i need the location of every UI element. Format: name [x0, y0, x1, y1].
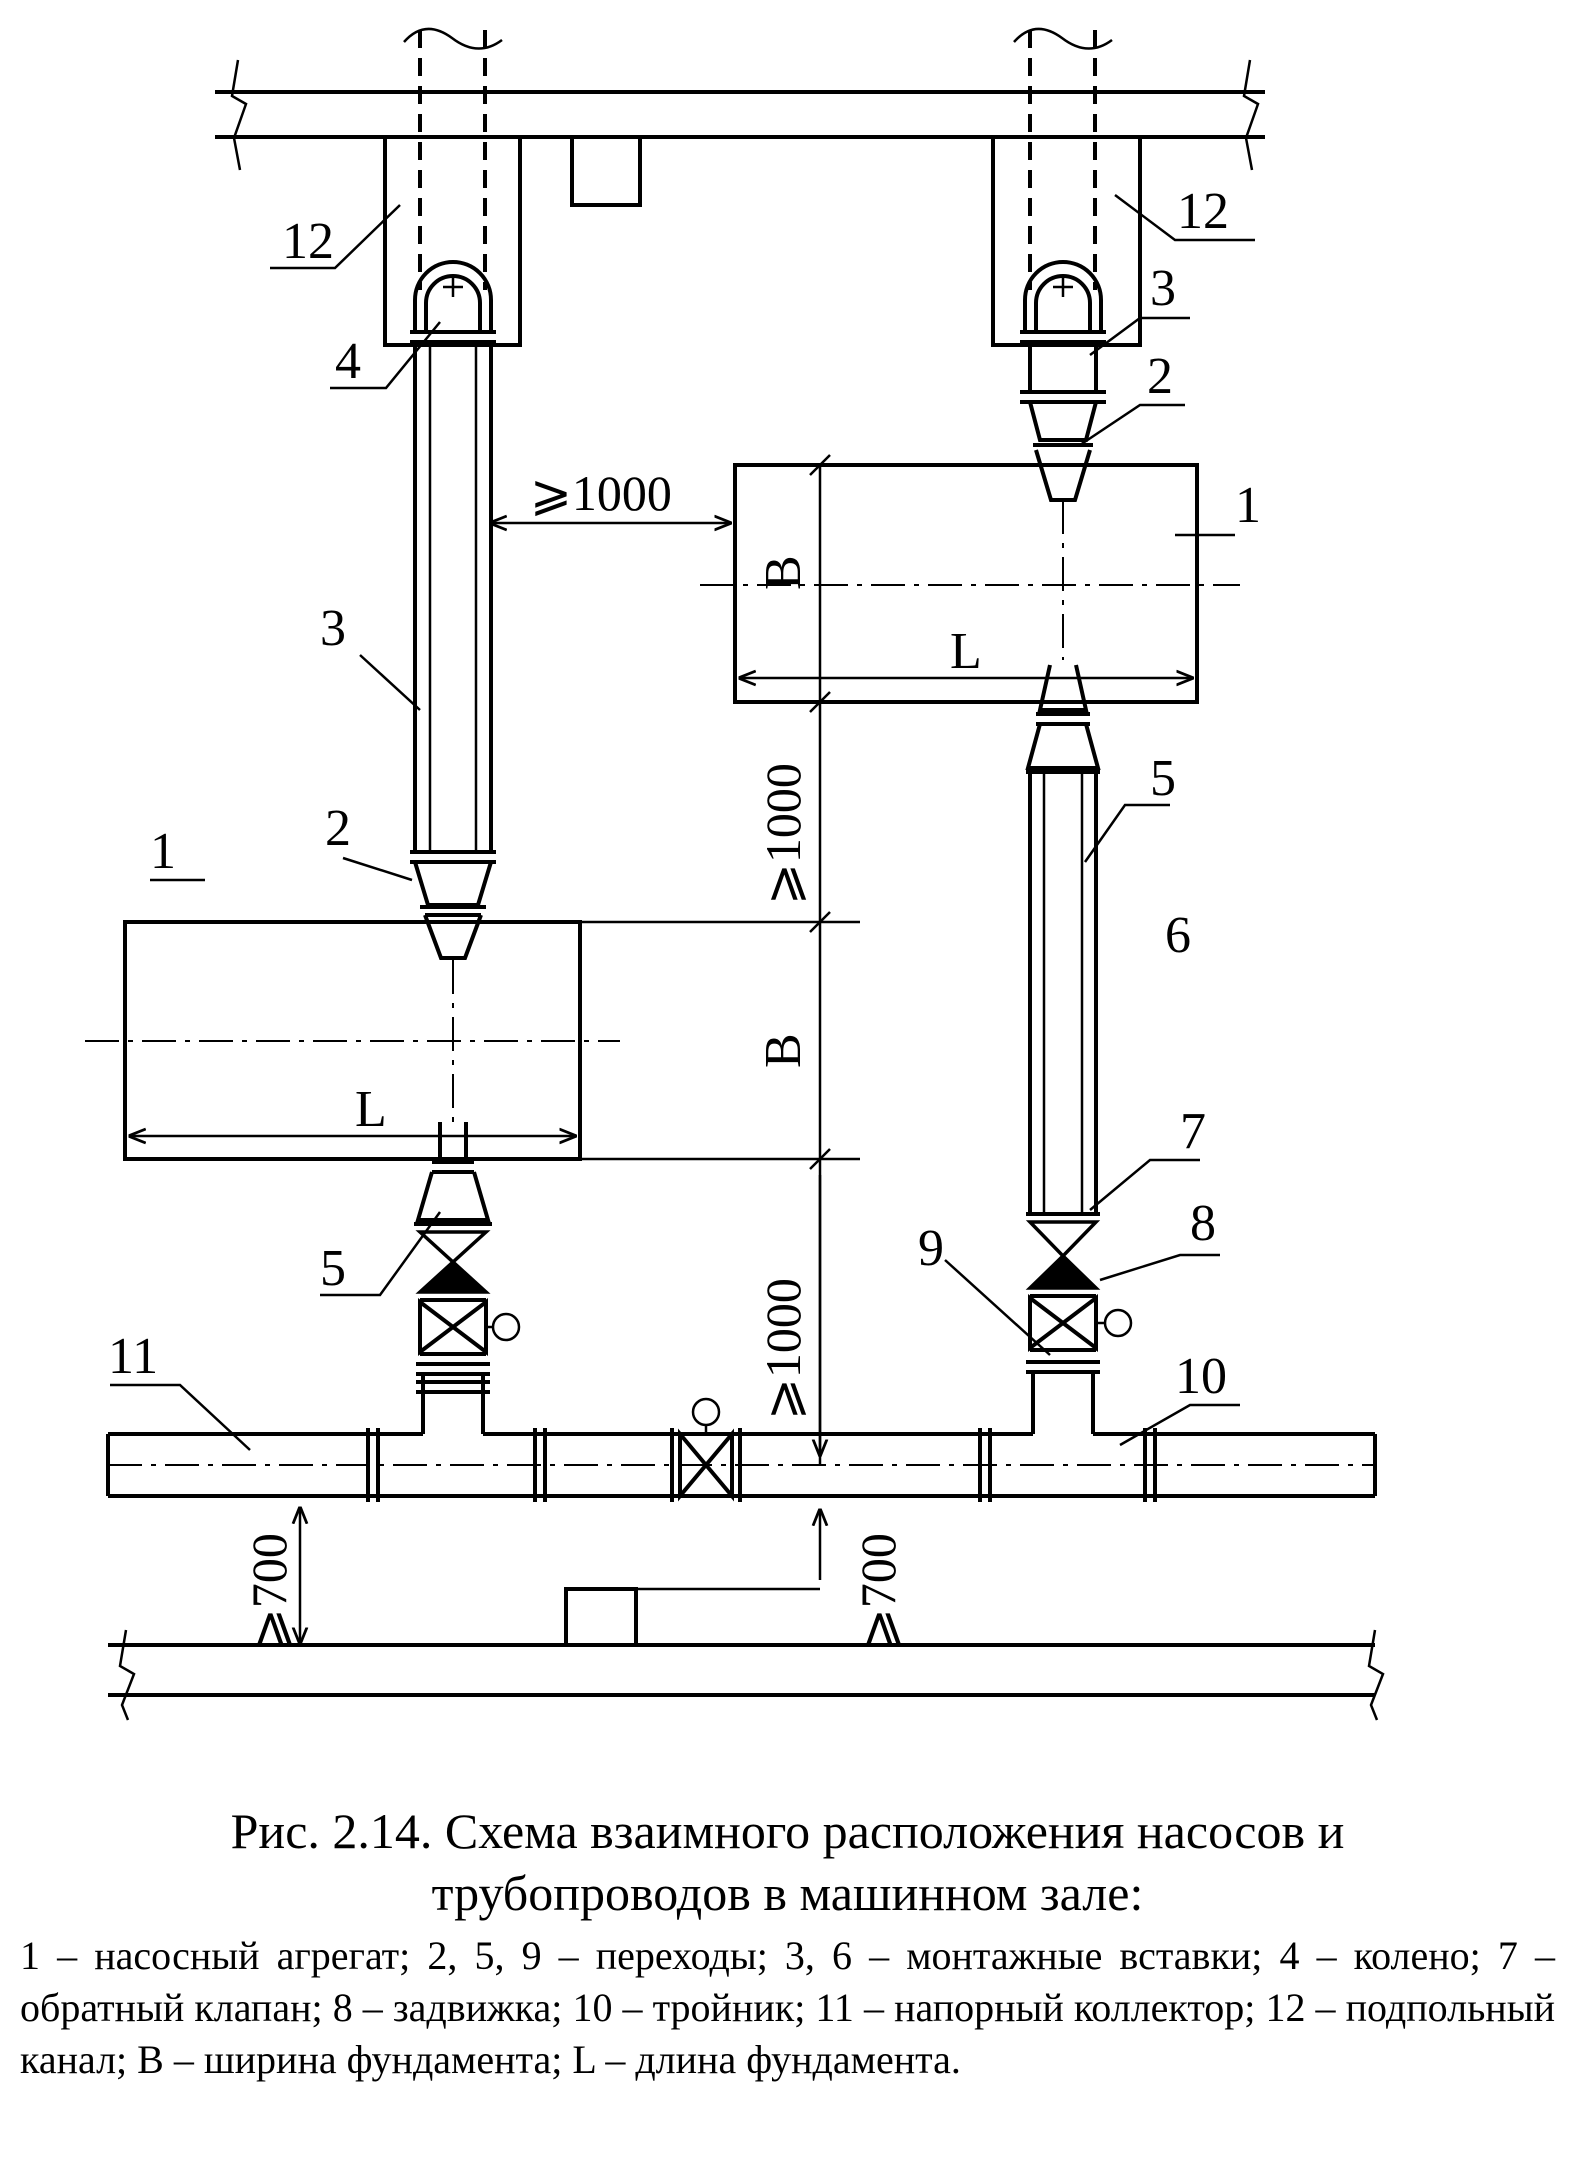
- riser-left: [403, 27, 503, 290]
- tee-right: [1026, 1360, 1100, 1434]
- caption-title: Рис. 2.14. Схема взаимного расположения …: [230, 1803, 1345, 1921]
- label-7: 7: [1180, 1103, 1206, 1160]
- label-L-right: L: [950, 623, 982, 680]
- tee-left: [416, 1362, 490, 1434]
- floor-channel-left: [383, 137, 522, 347]
- label-10: 10: [1175, 1348, 1227, 1405]
- dim-text-1000-upper: ⩾1000: [755, 763, 811, 905]
- top-wall-niche: [570, 135, 642, 207]
- label-L-left: L: [355, 1081, 387, 1138]
- mounting-insert-right-short: [1020, 342, 1106, 404]
- label-3-left: 3: [320, 600, 346, 657]
- label-5-left: 5: [320, 1240, 346, 1297]
- pump-foundation-left: [123, 920, 582, 1161]
- dim-text-1000-h: ⩾1000: [530, 465, 672, 521]
- bottom-wall-niche: [564, 1587, 638, 1647]
- reducer-right-top: [1028, 401, 1098, 502]
- check-valve-left: [415, 1230, 491, 1294]
- label-9: 9: [918, 1220, 944, 1277]
- gate-valve-right: [1028, 1293, 1133, 1353]
- label-1-left: 1: [150, 823, 176, 880]
- reducer-left-top: [410, 850, 496, 960]
- figure-caption: Рис. 2.14. Схема взаимного расположения …: [0, 1800, 1575, 2086]
- label-2-right: 2: [1147, 348, 1173, 405]
- label-11: 11: [108, 1328, 158, 1385]
- label-B-right: B: [755, 555, 812, 590]
- pressure-header: [106, 1428, 1377, 1502]
- bottom-wall: [108, 1629, 1385, 1721]
- check-valve-right: [1025, 1220, 1101, 1290]
- gate-valve-left: [418, 1297, 521, 1357]
- dim-ticks: [809, 454, 831, 1170]
- dim-text-700-right: ⩾700: [850, 1533, 906, 1650]
- elbow-left: [410, 260, 496, 344]
- label-6: 6: [1165, 907, 1191, 964]
- dim-text-700-left: ⩾700: [241, 1533, 297, 1650]
- label-2-left: 2: [325, 800, 351, 857]
- label-1-right: 1: [1235, 477, 1261, 534]
- reducer-right-bottom: [1025, 664, 1101, 774]
- caption-legend: 1 – насосный агрегат; 2, 5, 9 – переходы…: [20, 1933, 1555, 2082]
- top-wall: [215, 59, 1265, 171]
- label-5-right: 5: [1150, 750, 1176, 807]
- reducer-left-bottom: [414, 1122, 492, 1226]
- label-12-left: 12: [282, 213, 334, 270]
- elbow-right: [1020, 260, 1106, 344]
- label-8: 8: [1190, 1195, 1216, 1252]
- leader-lines: [110, 194, 1255, 1451]
- label-B-left: B: [755, 1033, 812, 1068]
- label-4: 4: [335, 333, 361, 390]
- label-3-right: 3: [1150, 260, 1176, 317]
- dim-text-1000-lower: ⩾1000: [755, 1278, 811, 1420]
- mounting-insert-left: [413, 342, 493, 850]
- label-12-right: 12: [1177, 183, 1229, 240]
- riser-right: [1013, 27, 1113, 290]
- header-gate-valve: [670, 1397, 742, 1502]
- pump-layout-diagram: 12 12 4 3 2 1 3 2 1 5 5 6 7 8 9 10 11 L …: [85, 27, 1385, 1721]
- pump-foundation-right: [733, 463, 1199, 704]
- floor-channel-right: [991, 137, 1142, 347]
- mounting-insert-right: [1026, 772, 1100, 1216]
